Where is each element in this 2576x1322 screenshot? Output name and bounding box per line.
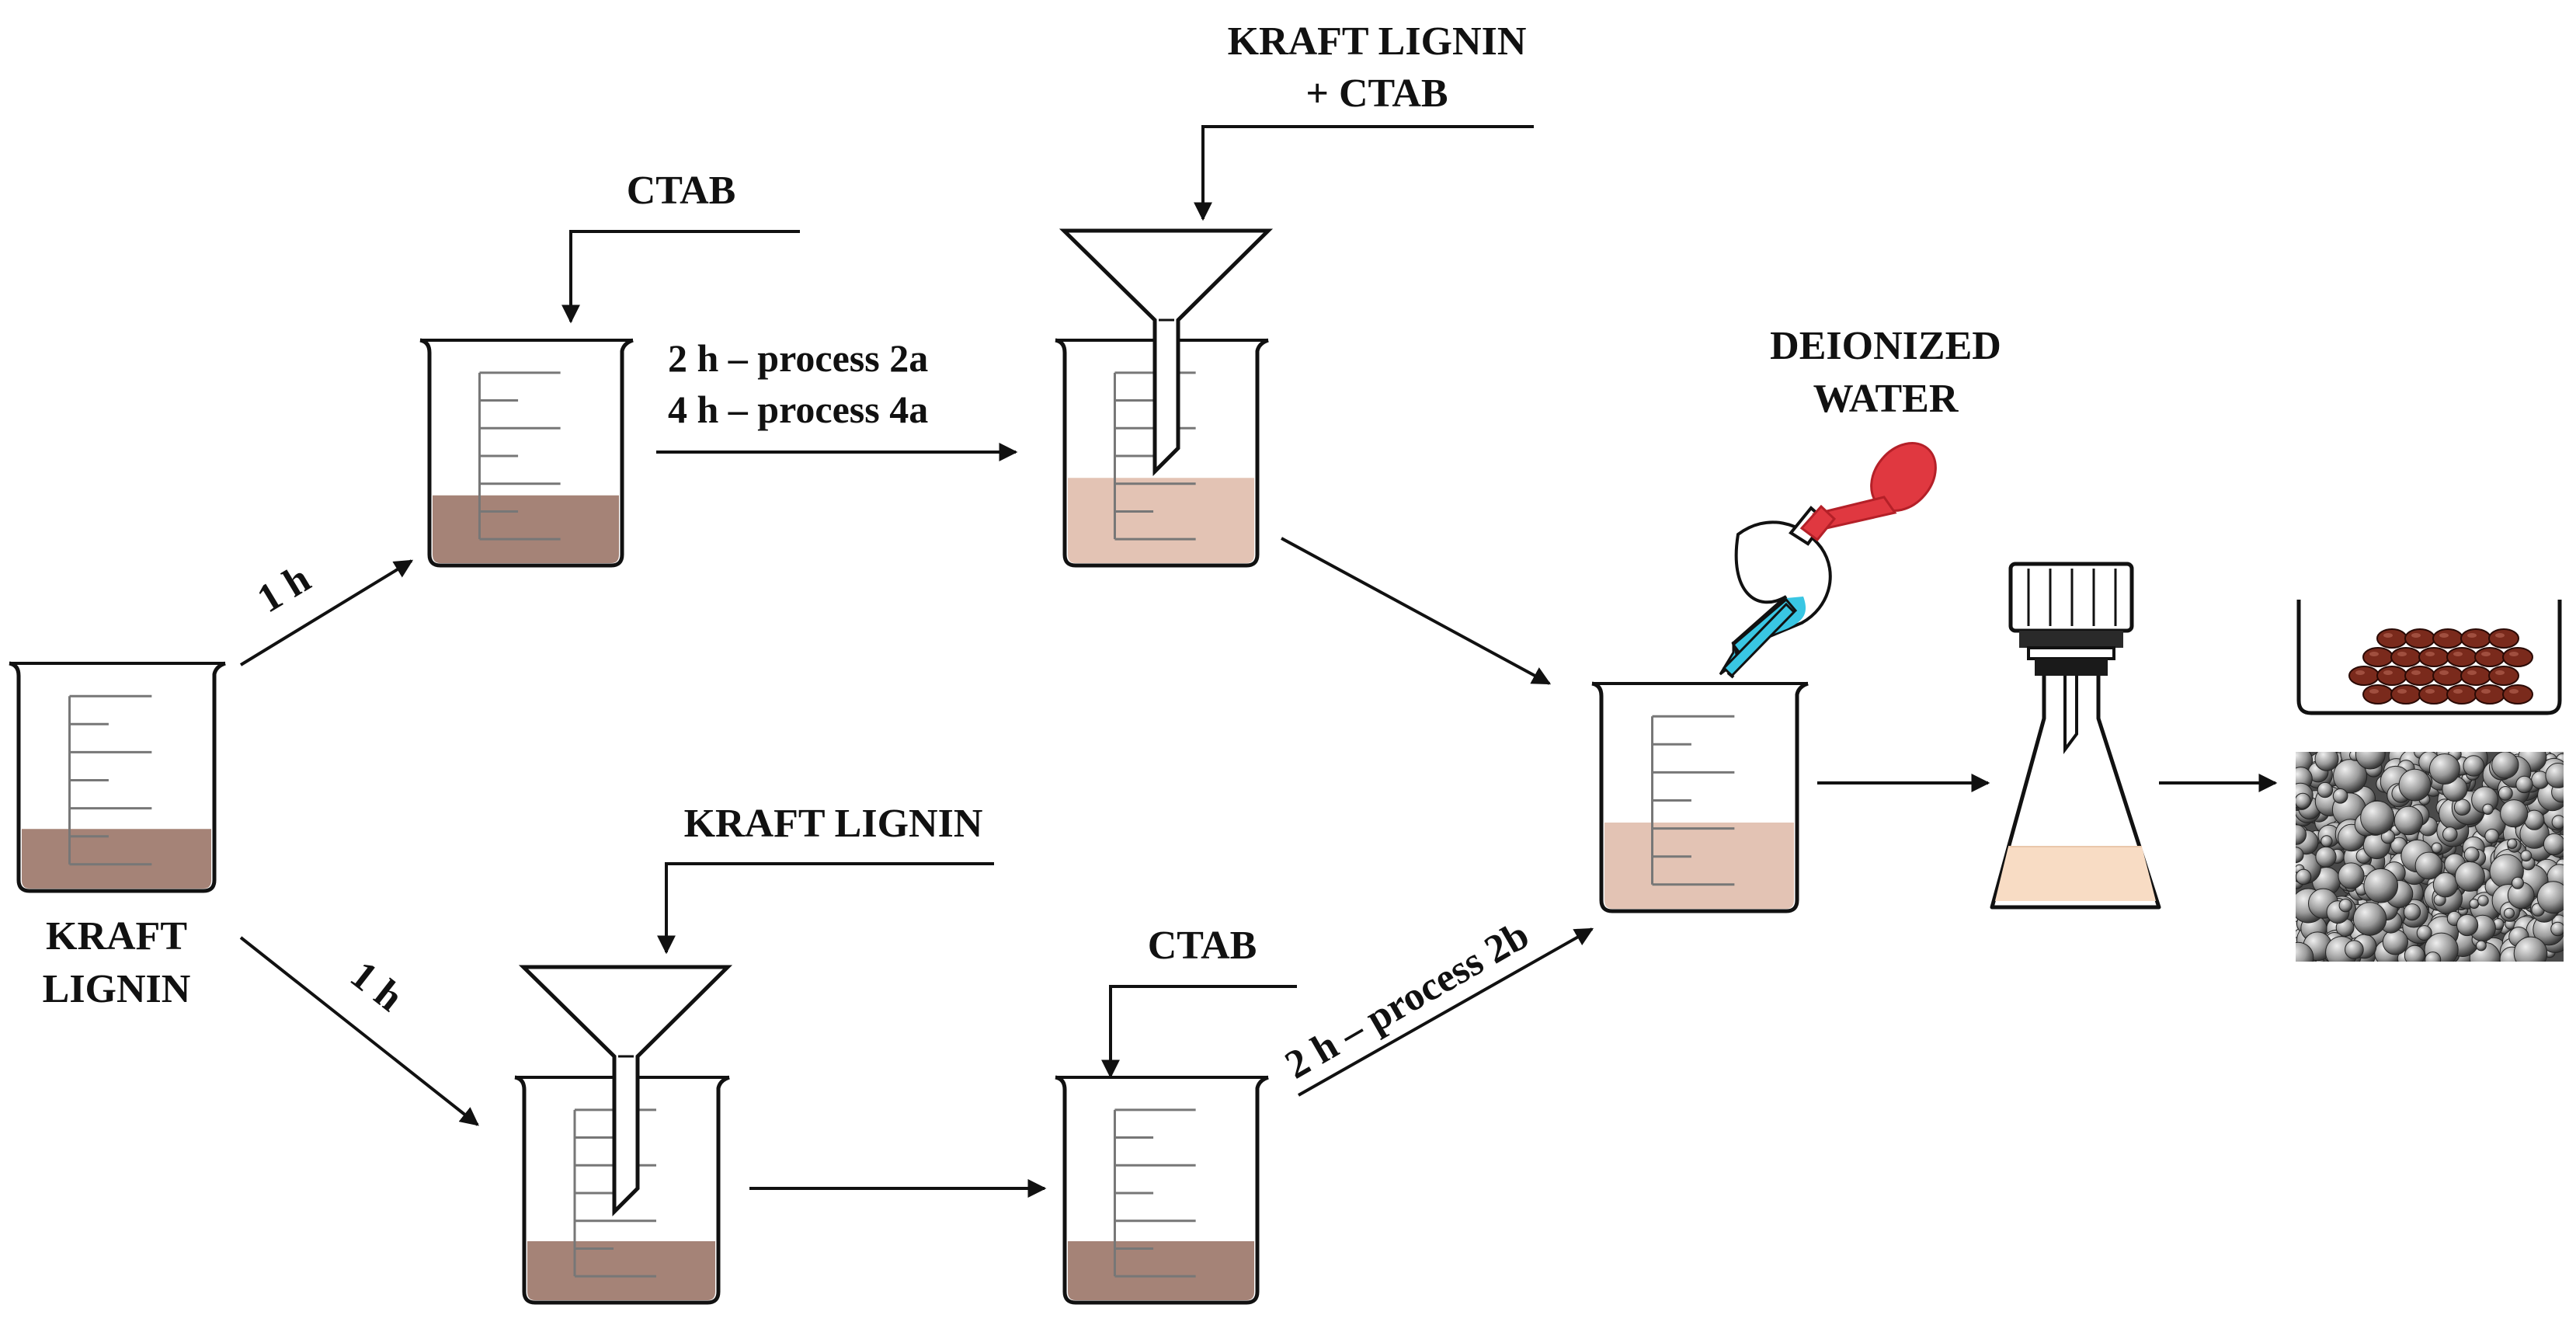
time-label-upper: 1 h <box>250 556 318 621</box>
pipette-icon <box>1719 442 1937 679</box>
particle <box>2460 666 2491 686</box>
particle <box>2362 684 2393 704</box>
kraft-lignin-start-label-1: KRAFT <box>46 914 187 958</box>
solution <box>1068 1241 1254 1300</box>
particle-pile <box>2348 628 2533 704</box>
beaker-icon <box>9 661 226 893</box>
particle <box>2474 647 2505 667</box>
deionized-label-1: DEIONIZED <box>1770 324 2001 368</box>
time-label-lower: 1 h <box>342 953 412 1021</box>
beaker-icon <box>419 338 634 568</box>
particle <box>2502 647 2533 667</box>
particle <box>2362 647 2393 667</box>
deionized-label-2: WATER <box>1813 377 1959 421</box>
particle <box>2446 647 2477 667</box>
particle <box>2460 628 2491 649</box>
arrows <box>239 125 2278 1198</box>
beaker-final <box>1591 681 1809 913</box>
particle <box>2376 666 2407 686</box>
ctab-bottom-label: CTAB <box>1148 924 1257 968</box>
particle <box>2390 647 2421 667</box>
particle <box>2418 647 2449 667</box>
particle <box>2432 666 2463 686</box>
particle <box>2404 666 2435 686</box>
beaker-top-1 <box>419 338 634 568</box>
kraft-lignin-start-label-2: LIGNIN <box>43 967 191 1011</box>
sem-micrograph-image <box>2296 752 2564 962</box>
beaker-start <box>9 661 226 893</box>
kraft-lignin-bottom-label: KRAFT LIGNIN <box>684 802 983 846</box>
beaker-bottom-2 <box>1055 1075 1269 1305</box>
particle <box>2502 684 2533 704</box>
particle <box>2404 628 2435 649</box>
particle <box>2488 666 2519 686</box>
particle <box>2488 628 2519 649</box>
kraft-ctab-label-1: KRAFT LIGNIN <box>1228 19 1527 64</box>
solution <box>1068 478 1254 563</box>
beaker-top-2 <box>1055 338 1269 568</box>
solution <box>1604 823 1794 909</box>
ctab-top-label: CTAB <box>627 169 736 213</box>
particle <box>2390 684 2421 704</box>
particle <box>2446 684 2477 704</box>
beaker-icon <box>1055 1075 1269 1305</box>
solution <box>527 1241 715 1300</box>
kraft-ctab-label-2: + CTAB <box>1305 71 1448 116</box>
solution <box>433 495 619 563</box>
funnel-icon <box>518 965 733 1217</box>
beaker-icon <box>514 1075 730 1305</box>
particle <box>2418 684 2449 704</box>
process-2a-label: 2 h – process 2a <box>668 336 928 380</box>
petri-dish-icon <box>2296 600 2562 715</box>
particle <box>2432 628 2463 649</box>
beaker-icon <box>1055 338 1269 568</box>
particle <box>2348 666 2380 686</box>
process-2b-label: 2 h – process 2b <box>1278 913 1537 1087</box>
particle <box>2376 628 2407 649</box>
beaker-icon <box>1591 681 1809 913</box>
particle <box>2474 684 2505 704</box>
process-4a-label: 4 h – process 4a <box>668 388 928 431</box>
funnel-icon <box>1059 228 1274 477</box>
filtration-flask-icon <box>1990 562 2161 910</box>
solution <box>22 829 211 889</box>
